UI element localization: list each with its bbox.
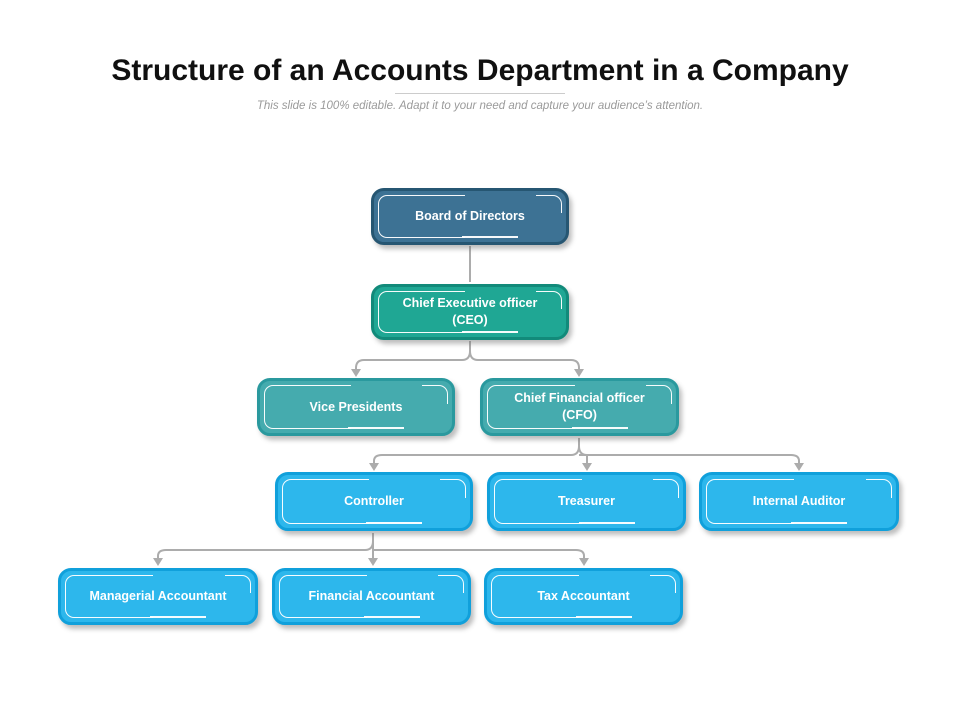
org-node-label: Internal Auditor — [752, 494, 846, 509]
bracket-line-decoration — [462, 236, 518, 238]
org-node-label: Treasurer — [558, 494, 615, 509]
org-node-vice-presidents: Vice Presidents — [257, 378, 455, 436]
bracket-line-decoration — [363, 616, 420, 618]
slide-title: Structure of an Accounts Department in a… — [111, 54, 849, 87]
bracket-line-decoration — [578, 522, 635, 524]
bracket-line-decoration — [150, 616, 207, 618]
org-node-treasurer: Treasurer — [487, 472, 686, 531]
bracket-line-decoration — [348, 427, 404, 429]
org-node-board-of-directors: Board of Directors — [371, 188, 569, 245]
org-node-internal-auditor: Internal Auditor — [699, 472, 899, 531]
bracket-line-decoration — [791, 522, 848, 524]
org-node-label: Tax Accountant — [537, 589, 630, 604]
org-node-label: Controller — [344, 494, 404, 509]
bracket-line-decoration — [571, 427, 628, 429]
org-node-label: Managerial Accountant — [89, 589, 227, 604]
org-node-ceo: Chief Executive officer (CEO) — [371, 284, 569, 340]
org-node-managerial-accountant: Managerial Accountant — [58, 568, 258, 625]
slide-subtitle: This slide is 100% editable. Adapt it to… — [256, 100, 704, 112]
org-node-label: Vice Presidents — [309, 399, 403, 414]
org-node-controller: Controller — [275, 472, 473, 531]
bracket-line-decoration — [366, 522, 422, 524]
org-node-label: Financial Accountant — [308, 589, 435, 604]
org-node-tax-accountant: Tax Accountant — [484, 568, 683, 625]
org-node-cfo: Chief Financial officer (CFO) — [480, 378, 679, 436]
org-node-label: Chief Financial officer (CFO) — [514, 391, 645, 422]
org-node-label: Board of Directors — [415, 209, 525, 224]
bracket-line-decoration — [575, 616, 632, 618]
org-node-financial-accountant: Financial Accountant — [272, 568, 471, 625]
title-underline — [395, 93, 565, 94]
bracket-line-decoration — [462, 331, 518, 333]
org-node-label: Chief Executive officer (CEO) — [402, 296, 538, 327]
